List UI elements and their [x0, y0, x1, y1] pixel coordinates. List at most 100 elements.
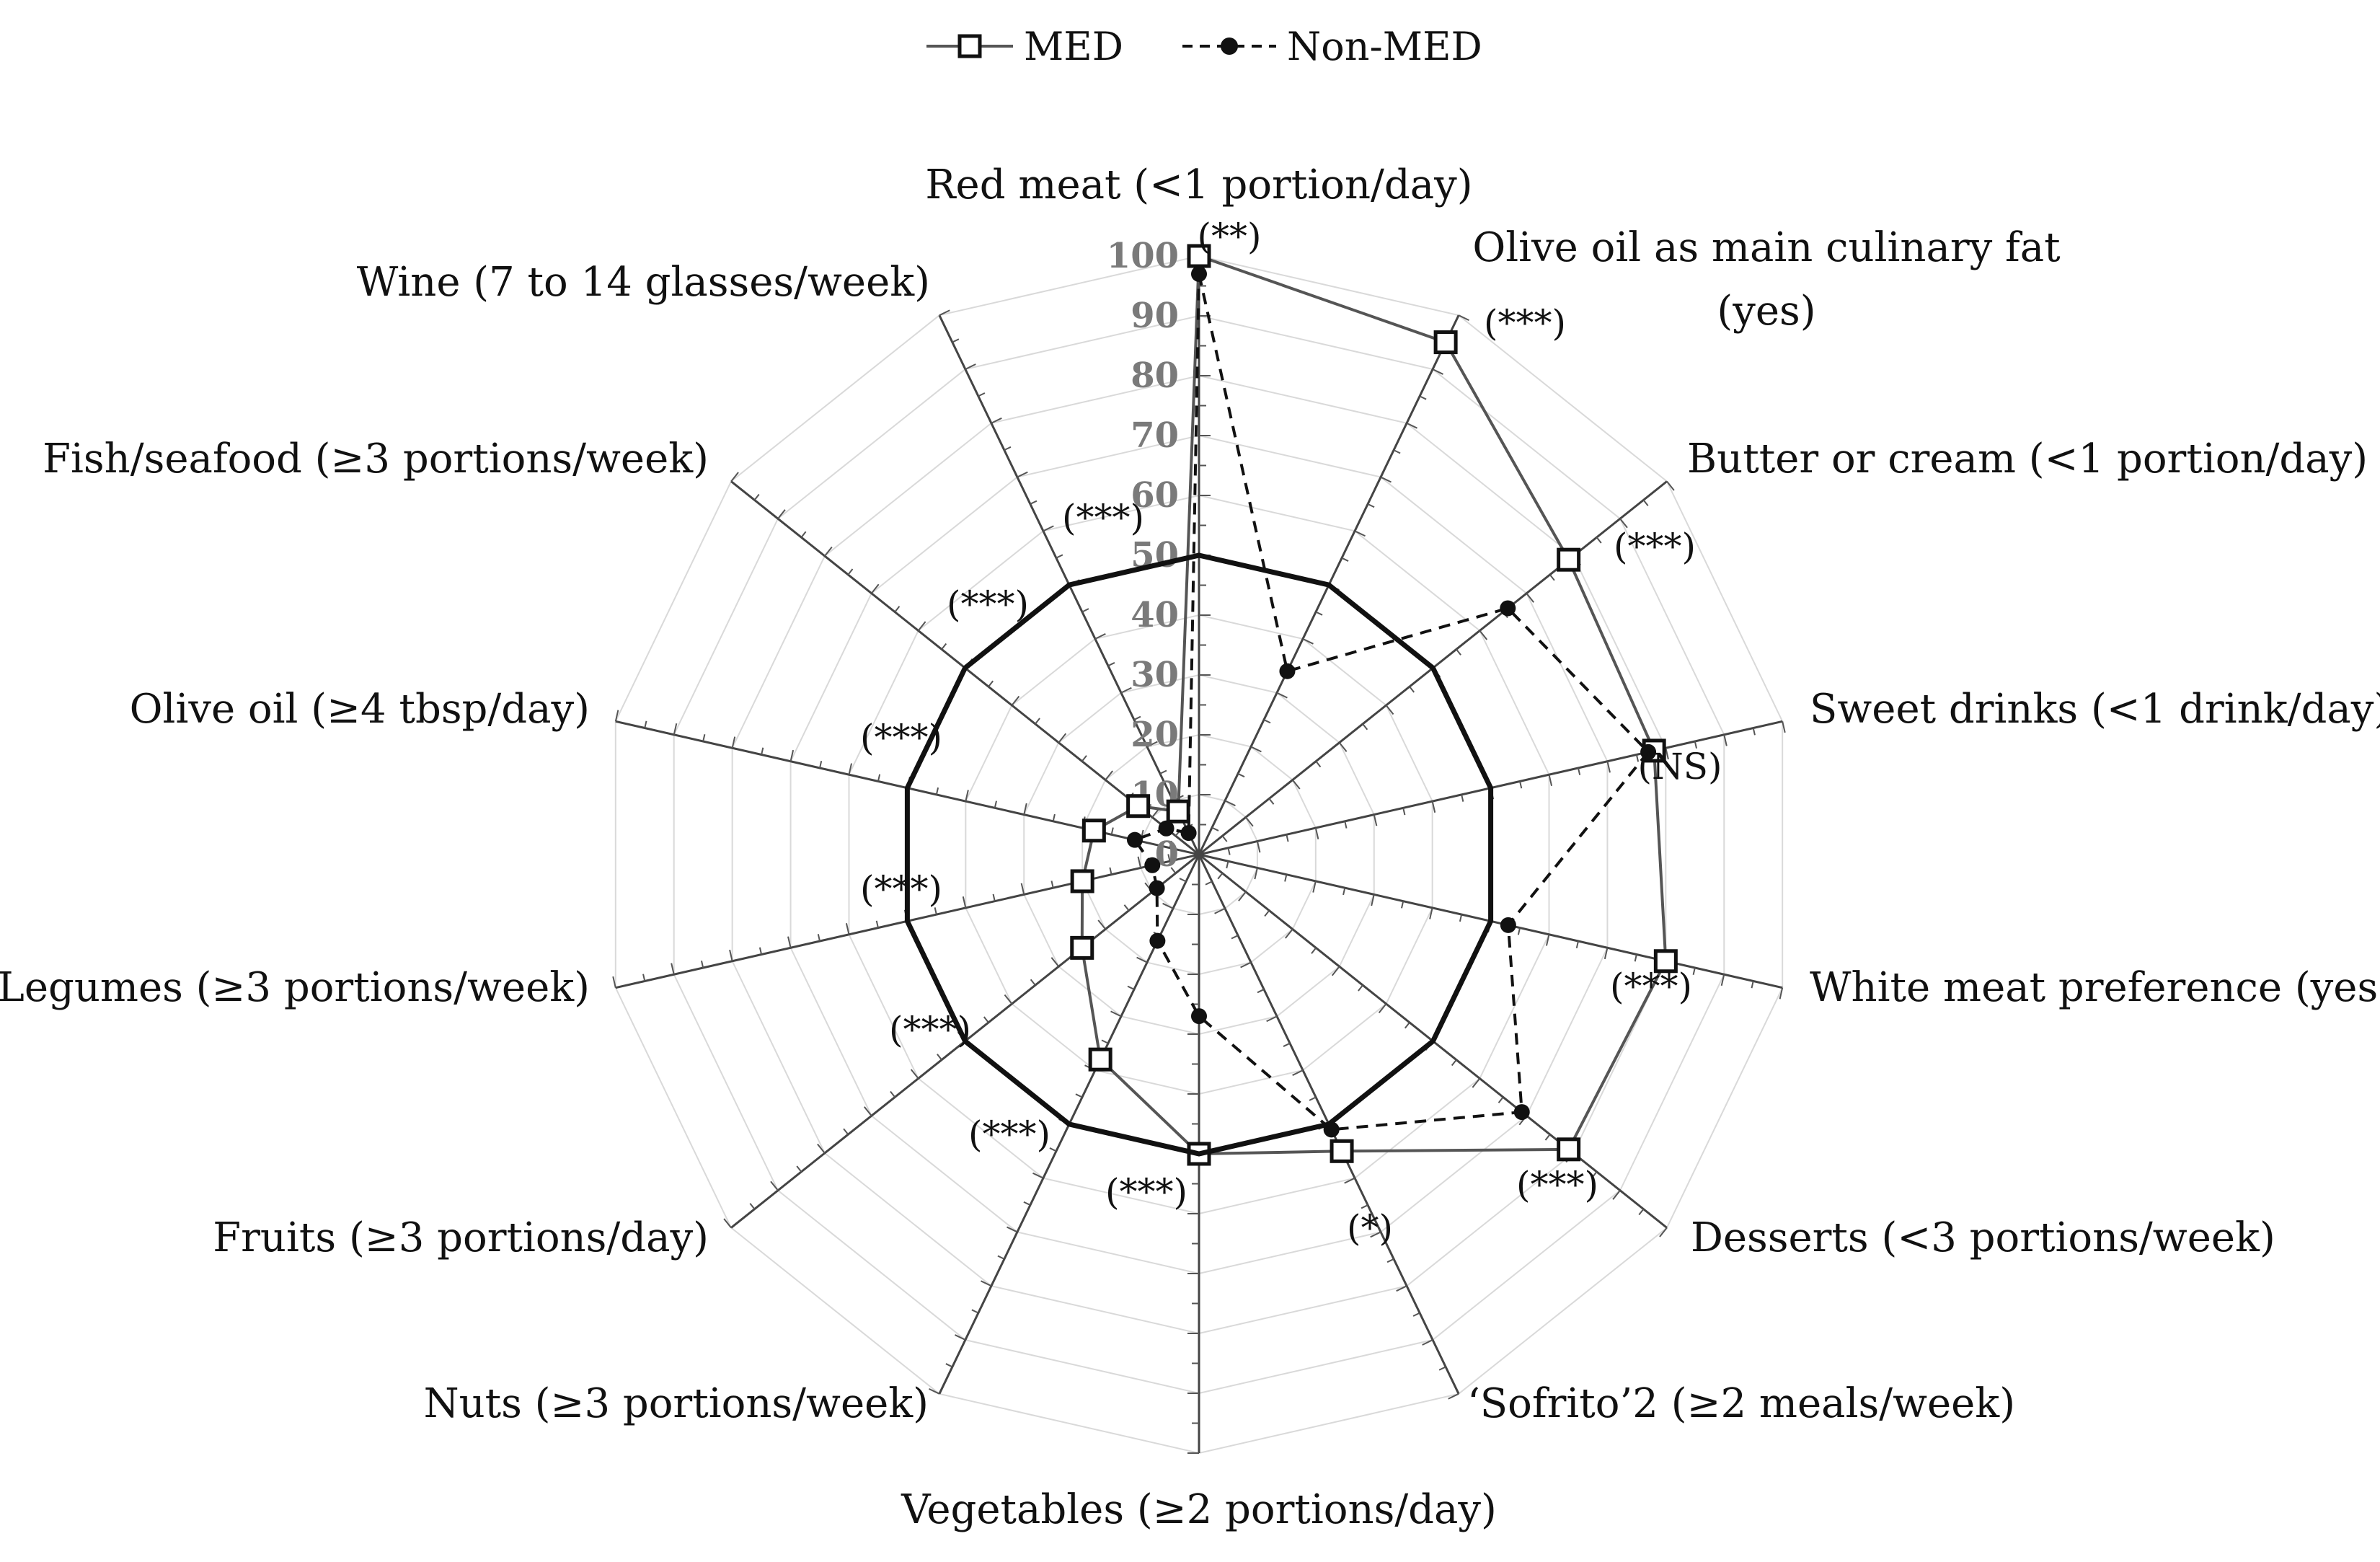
axis-tick: [642, 974, 646, 981]
axis-tick: [981, 1280, 992, 1287]
label-layer: Red meat (<1 portion/day)Olive oil as ma…: [0, 162, 2380, 1533]
data-point-nonmed: [1279, 663, 1296, 679]
axis-tick: [1358, 984, 1363, 992]
axis-tick: [1591, 1171, 1598, 1178]
axis-tick: [1285, 928, 1293, 939]
axis-tick: [1283, 1042, 1291, 1047]
axis-tick: [1331, 966, 1340, 976]
axis-tick: [1519, 781, 1523, 789]
radial-tick-label: 100: [1107, 236, 1179, 276]
axis-tick: [1666, 480, 1675, 491]
axis-tick: [1211, 826, 1219, 831]
axis-tick: [843, 1128, 849, 1135]
axis-tick: [894, 606, 901, 613]
axis-tick: [941, 643, 947, 650]
axis-tick: [1162, 902, 1174, 909]
axis-tick: [1250, 746, 1262, 753]
significance-label: (NS): [1637, 746, 1722, 787]
axis-tick: [1032, 1172, 1044, 1179]
axis-tick: [817, 1143, 826, 1154]
axis-tick: [1401, 901, 1404, 909]
axis-tick: [1577, 767, 1581, 775]
axis-tick: [1254, 868, 1258, 880]
axis-tick: [612, 976, 616, 988]
axis-tick: [1030, 979, 1036, 986]
axis-tick: [1544, 1134, 1551, 1141]
axis-tick: [1217, 873, 1224, 880]
axis-tick: [1373, 814, 1378, 826]
axis-tick: [730, 472, 739, 482]
data-point-nonmed: [1144, 857, 1161, 873]
legend-nonmed-label: Non-MED: [1287, 24, 1482, 69]
axis-tick: [1354, 530, 1366, 537]
axis-tick: [1023, 803, 1027, 815]
data-point-med: [1557, 547, 1581, 572]
category-label: Fruits (≥3 portions/day): [213, 1214, 709, 1261]
data-point-nonmed: [1158, 820, 1174, 837]
data-point-nonmed: [1126, 831, 1143, 848]
axis-tick: [1237, 772, 1245, 778]
axis-tick: [1779, 987, 1784, 1000]
axis-tick: [1276, 692, 1288, 699]
significance-label: (***): [1516, 1164, 1598, 1206]
axis-tick: [1056, 554, 1063, 559]
axis-tick: [1284, 874, 1288, 882]
significance-label: (***): [1484, 302, 1566, 344]
axis-tick: [753, 493, 760, 501]
axis-tick: [1170, 867, 1177, 874]
axis-tick: [1004, 994, 1013, 1005]
axis-tick: [731, 736, 736, 749]
axis-tick: [890, 1090, 895, 1098]
axis-tick: [1167, 854, 1171, 862]
axis-tick: [939, 309, 950, 317]
data-point-med: [1070, 935, 1094, 960]
category-label: Sweet drinks (<1 drink/day): [1810, 686, 2380, 733]
axis-tick: [1751, 981, 1754, 989]
axis-tick: [1314, 827, 1319, 839]
axis-tick: [673, 723, 678, 735]
axis-tick: [1011, 695, 1020, 706]
axis-tick: [1406, 422, 1417, 429]
axis-tick: [671, 963, 675, 975]
axis-tick: [1050, 881, 1054, 888]
axis-tick: [1081, 608, 1089, 613]
axis-tick: [1341, 557, 1349, 562]
axis-tick: [1224, 800, 1236, 807]
axis-tick: [1526, 593, 1535, 603]
axis-tick: [875, 920, 879, 928]
axis-tick: [1127, 985, 1135, 990]
axis-tick: [1263, 719, 1271, 724]
axis-tick: [1606, 761, 1611, 773]
data-point-med: [1330, 1139, 1354, 1163]
axis-tick: [1094, 633, 1106, 640]
axis-tick: [870, 583, 880, 594]
axis-tick: [1642, 499, 1649, 506]
axis-tick: [1050, 957, 1060, 967]
radial-tick-label: 70: [1131, 415, 1179, 456]
axis-tick: [1665, 748, 1669, 760]
axis-tick: [965, 363, 976, 370]
category-label: Olive oil (≥4 tbsp/day): [130, 686, 590, 733]
axis-tick: [1635, 754, 1640, 762]
radial-tick-label: 60: [1131, 475, 1179, 516]
axis-tick: [1720, 974, 1725, 987]
axis-tick: [1007, 1226, 1018, 1233]
axis-tick: [1179, 878, 1187, 883]
significance-label: (***): [968, 1113, 1050, 1155]
data-point-med: [1433, 330, 1458, 355]
axis-tick: [1133, 715, 1141, 720]
axis-tick: [1137, 856, 1142, 868]
legend-nonmed-marker: [1221, 37, 1238, 55]
radial-tick-label: 20: [1131, 715, 1179, 755]
data-point-nonmed: [1149, 880, 1165, 896]
axis-tick: [1409, 686, 1415, 693]
legend-med-label: MED: [1024, 24, 1123, 69]
axis-tick: [934, 907, 937, 915]
axis-tick: [796, 1165, 802, 1173]
axis-tick: [1097, 919, 1106, 930]
axis-tick: [1052, 813, 1056, 822]
axis-tick: [845, 922, 850, 935]
axis-tick: [1361, 1204, 1368, 1209]
axis-tick: [1404, 1022, 1410, 1029]
axis-tick: [758, 947, 763, 955]
